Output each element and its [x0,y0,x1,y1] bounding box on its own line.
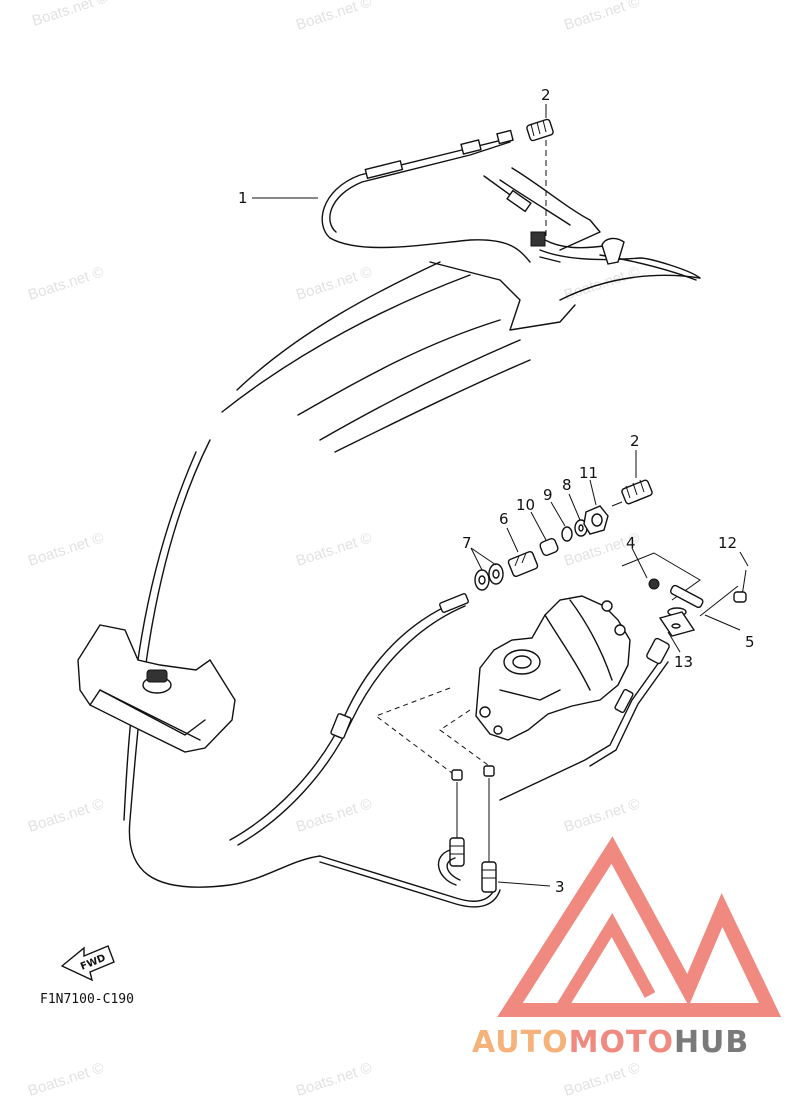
watermark: Boats.net © [294,0,374,34]
callout-number-2-mid: 2 [630,432,640,450]
watermark: Boats.net © [26,1059,106,1099]
pump-housing [475,595,631,741]
hull-outline [123,167,701,888]
callout-number-12: 12 [718,534,737,552]
cable-1 [321,129,701,279]
callout-number-10: 10 [516,496,535,514]
callout-number-9: 9 [543,486,553,504]
callout-number-2-top: 2 [541,86,551,104]
brand-logo: AUTOMOTOHUB [472,836,782,1060]
lower-cables [229,593,670,908]
callout-1: 1 [238,189,318,207]
watermark: Boats.net © [26,263,106,303]
watermark: Boats.net © [294,795,374,835]
watermark: Boats.net © [294,529,374,569]
fittings-right: 4 12 5 13 [621,534,755,671]
watermark: Boats.net © [562,1059,642,1099]
callout-number-1: 1 [238,189,248,207]
diagram-code: F1N7100-C190 [40,992,134,1007]
callout-number-13: 13 [674,653,693,671]
callout-number-4: 4 [626,534,636,552]
watermark: Boats.net © [30,0,110,30]
watermark: Boats.net © [26,795,106,835]
callout-number-6: 6 [499,510,509,528]
callout-number-7: 7 [462,534,472,552]
watermark: Boats.net © [26,529,106,569]
watermark: Boats.net © [294,263,374,303]
callout-number-11: 11 [579,464,598,482]
fwd-arrow: FWD [60,945,115,982]
svg-text:AUTOMOTOHUB: AUTOMOTOHUB [472,1025,749,1060]
fittings-row: 7 6 10 9 8 11 2 [462,432,653,591]
seat-block [77,624,236,753]
watermark: Boats.net © [562,795,642,835]
callout-number-3: 3 [555,878,565,896]
callout-number-8: 8 [562,476,572,494]
callout-number-5: 5 [745,633,755,651]
part-3: 3 [438,765,565,896]
watermark: Boats.net © [562,0,642,34]
watermark: Boats.net © [294,1059,374,1099]
part-2-top: 2 [526,86,554,238]
brand-text-auto: AUTO [472,1025,569,1060]
brand-text-hub: HUB [674,1025,749,1060]
brand-text-moto: MOTO [569,1025,674,1060]
